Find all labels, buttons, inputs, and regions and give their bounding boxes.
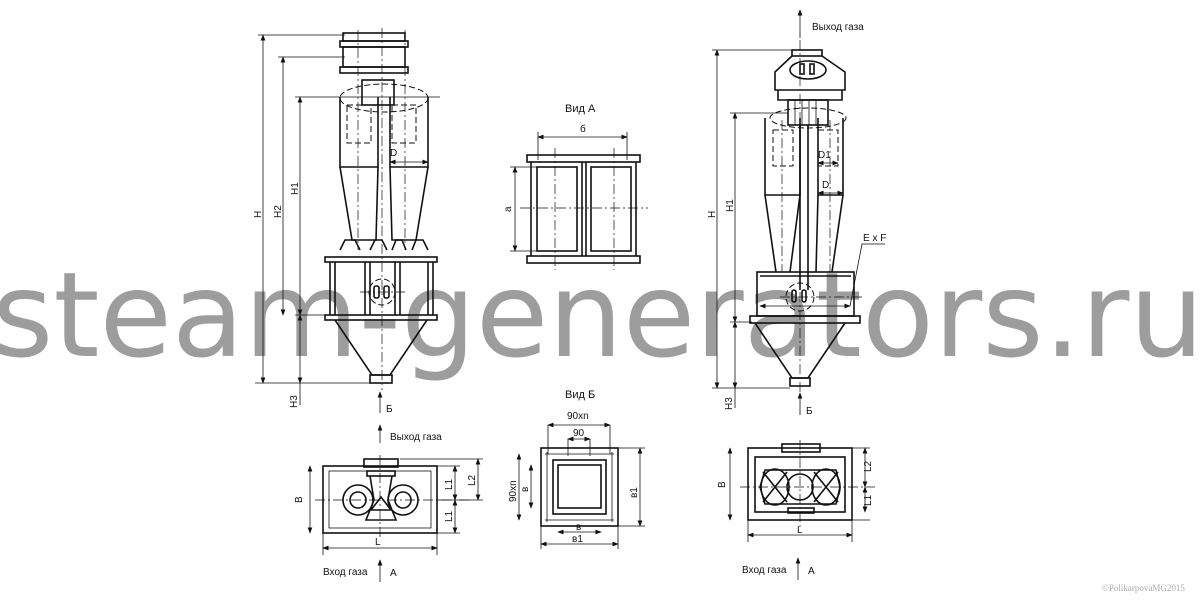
dim-90xn-top: 90xn bbox=[567, 411, 589, 422]
dim-h1: H1 bbox=[290, 182, 301, 195]
dim-l-right: L bbox=[797, 525, 803, 536]
left-cyclone-plan: Выход газа L B L1 L1 L2 Вход газа А bbox=[294, 424, 483, 582]
dim-h: H bbox=[253, 211, 264, 218]
gas-outlet-label: Выход газа bbox=[390, 432, 442, 443]
dim-h-right: H bbox=[707, 211, 718, 218]
view-b-arrow-label: Б bbox=[386, 404, 393, 415]
gas-outlet-label-right: Выход газа bbox=[812, 22, 864, 33]
left-cyclone-elevation: H H2 H1 H3 D Б bbox=[253, 28, 440, 415]
view-b: Вид Б 90xn 90 90xn в в в1 в1 bbox=[508, 389, 645, 549]
dim-l1-lower: L1 bbox=[444, 510, 455, 522]
dim-v1-right: в1 bbox=[629, 487, 640, 498]
view-b-title: Вид Б bbox=[565, 389, 595, 401]
dim-d1: D1 bbox=[818, 150, 831, 161]
dim-a: a bbox=[503, 206, 514, 212]
view-a-title: Вид А bbox=[565, 103, 596, 115]
dim-h3-right: H3 bbox=[724, 397, 735, 410]
dim-d: D bbox=[390, 148, 397, 159]
dim-h1-right: H1 bbox=[725, 199, 736, 212]
view-a: Вид А б a bbox=[503, 103, 648, 270]
gas-inlet-label-right: Вход газа bbox=[742, 565, 787, 576]
right-cyclone-plan: L B L2 L1 Вход газа А bbox=[717, 440, 875, 580]
dim-b-cyr: б bbox=[580, 123, 586, 135]
dim-l1-upper: L1 bbox=[444, 478, 455, 490]
view-a-arrow-label-right: А bbox=[808, 566, 815, 577]
dim-l2-right: L2 bbox=[863, 460, 874, 472]
dim-b: B bbox=[294, 496, 305, 503]
dim-b-right: B bbox=[717, 481, 728, 488]
right-cyclone-elevation: Выход газа H H1 H3 D1 D E x F bbox=[707, 9, 886, 417]
dim-v-bottom: в bbox=[576, 522, 581, 533]
view-a-arrow-label: А bbox=[390, 568, 397, 579]
dim-v-left: в bbox=[520, 487, 531, 492]
view-b-arrow-label-right: Б bbox=[806, 406, 813, 417]
dim-v1-bottom: в1 bbox=[572, 534, 583, 545]
copyright: ©PolikarpovaMG2015 bbox=[1102, 583, 1185, 593]
dim-90xn-left: 90xn bbox=[508, 480, 519, 502]
dim-l2: L2 bbox=[467, 474, 478, 486]
dim-l1-right: L1 bbox=[863, 494, 874, 506]
watermark: steam-generators.ru bbox=[0, 246, 1200, 384]
dim-exf: E x F bbox=[863, 233, 886, 244]
dim-d-right: D bbox=[822, 180, 829, 191]
gas-inlet-label: Вход газа bbox=[323, 567, 368, 578]
dim-l: L bbox=[375, 537, 381, 548]
dim-90: 90 bbox=[573, 428, 585, 439]
dim-h3: H3 bbox=[289, 395, 300, 408]
dim-h2: H2 bbox=[273, 205, 284, 218]
